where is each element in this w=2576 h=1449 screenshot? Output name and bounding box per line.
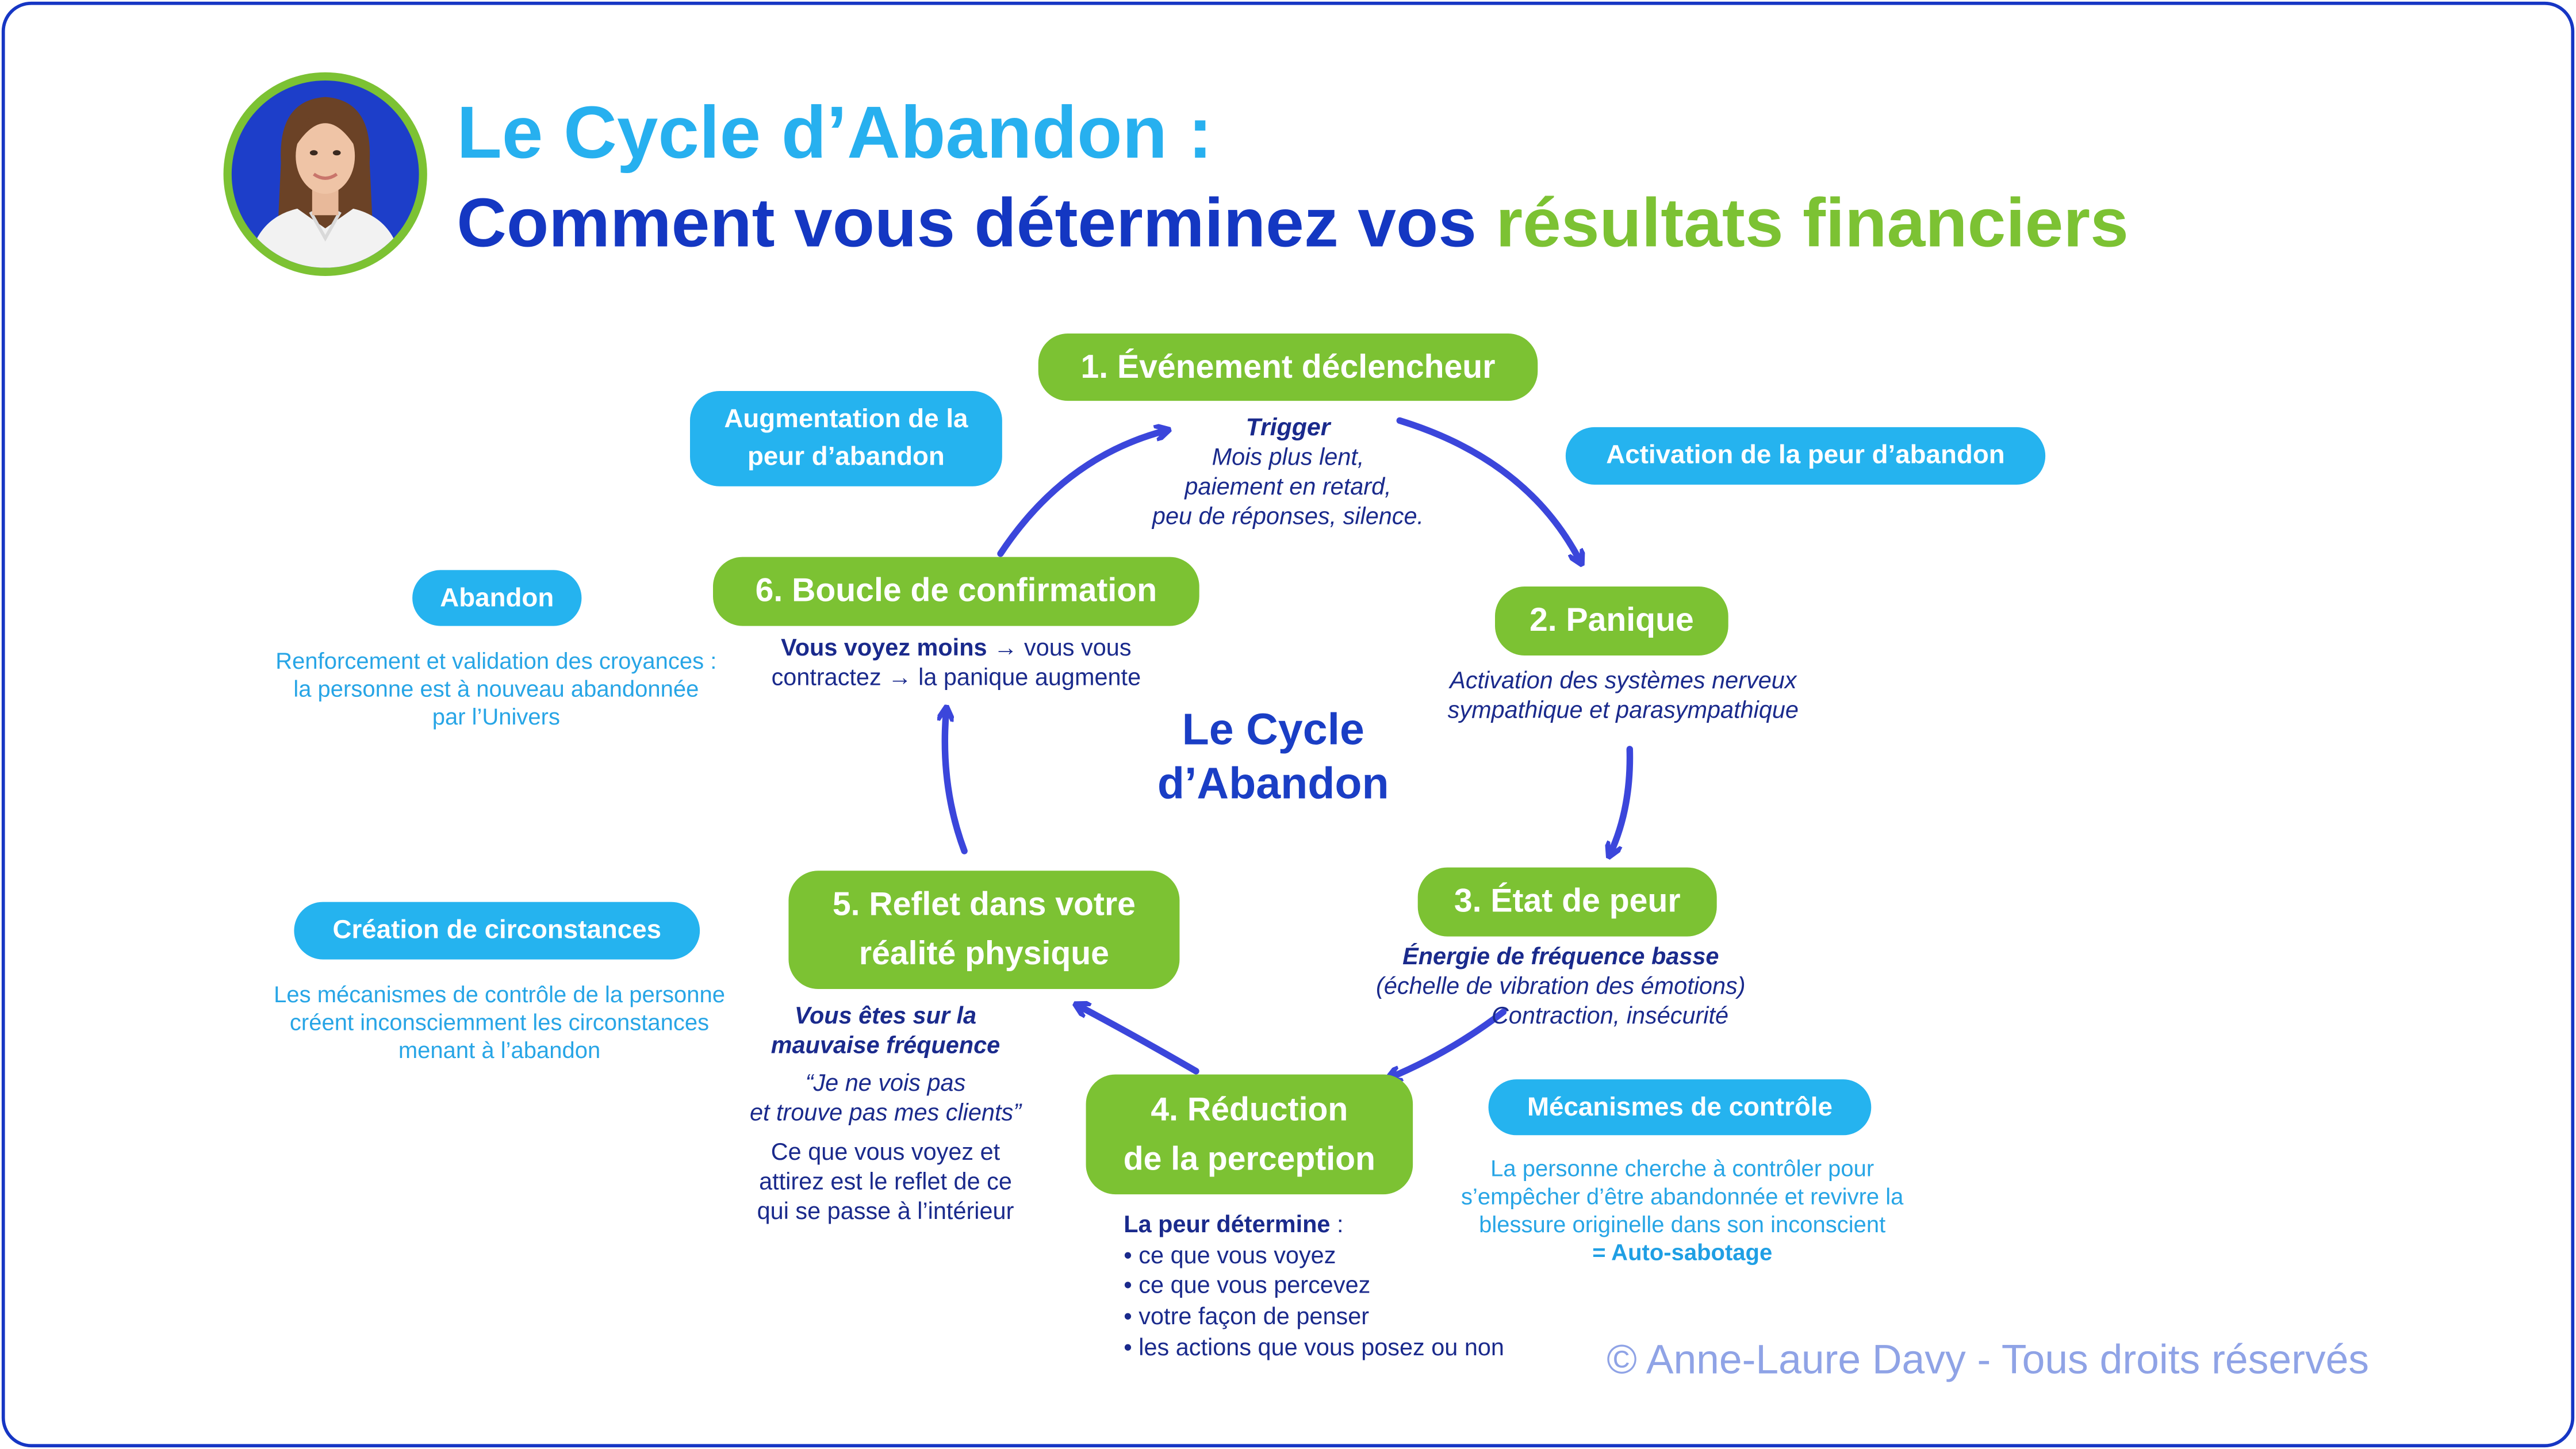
step-5-line-3: qui se passe à l’intérieur [757, 1199, 1014, 1226]
tag-abandon-note-line-3: par l’Univers [432, 703, 561, 730]
step-1-pill: 1. Événement déclencheur [1038, 334, 1538, 401]
step-4-bullet-2: • ce que vous percevez [1124, 1274, 1371, 1301]
tag-abandon-note-line-2: la personne est à nouveau abandonnée [293, 675, 699, 702]
tag-augmentation-line-2: peur d’abandon [747, 443, 945, 471]
step-5-subtitle-line-1: Vous êtes sur la [794, 1003, 977, 1030]
tag-creation-note-line-3: menant à l’abandon [398, 1036, 601, 1063]
step-5-label-line-2: réalité physique [858, 936, 1109, 973]
tag-mecanismes-note-line-2: s’empêcher d’être abandonnée et revivre … [1461, 1183, 1904, 1209]
step-4-pill: 4. Réduction de la perception [1086, 1074, 1413, 1195]
tag-augmentation-line-1: Augmentation de la [724, 405, 968, 434]
step-1-description: Trigger Mois plus lent, paiement en reta… [1091, 412, 1485, 532]
step-4-description: La peur détermine : • ce que vous voyez … [1124, 1211, 1616, 1364]
arrow-4-to-5 [1078, 1006, 1199, 1075]
step-2-description: Activation des systèmes nerveux sympathi… [1409, 667, 1837, 726]
step-3-label: 3. État de peur [1454, 884, 1681, 920]
step-3-pill: 3. État de peur [1417, 867, 1717, 937]
copyright: © Anne-Laure Davy - Tous droits réservés [1607, 1337, 2370, 1383]
tag-mecanismes-note-line-1: La personne cherche à contrôler pour [1490, 1155, 1874, 1182]
title-line-2-highlight: résultats financiers [1496, 184, 2129, 262]
center-title-line-2: d’Abandon [1157, 759, 1389, 808]
tag-abandon-label: Abandon [440, 584, 554, 612]
arrow-1-to-2 [1396, 417, 1580, 562]
tag-mecanismes-result: = Auto-sabotage [1592, 1239, 1773, 1265]
tag-abandon-note-line-1: Renforcement et validation des croyances… [275, 647, 717, 674]
step-4-intro-bold: La peur détermine [1124, 1212, 1331, 1239]
tag-mecanismes: Mécanismes de contrôle [1488, 1079, 1872, 1136]
step-4-bullet-1: • ce que vous voyez [1124, 1243, 1336, 1270]
step-5-subtitle-line-2: mauvaise fréquence [770, 1033, 1000, 1060]
tag-creation-note: Les mécanismes de contrôle de la personn… [240, 981, 759, 1065]
step-2-pill: 2. Panique [1495, 586, 1728, 656]
avatar [223, 72, 427, 276]
arrow-3-to-4 [1390, 1009, 1507, 1078]
step-3-description: Énergie de fréquence basse (échelle de v… [1331, 943, 1791, 1032]
title-line-2-start: Comment vous déterminez vos [457, 184, 1496, 262]
tag-mecanismes-label: Mécanismes de contrôle [1527, 1093, 1833, 1121]
step-6-label: 6. Boucle de confirmation [755, 573, 1157, 610]
arrow-6-to-1 [997, 431, 1167, 557]
step-2-line-1: Activation des systèmes nerveux [1450, 668, 1797, 695]
tag-creation: Création de circonstances [294, 902, 700, 960]
step-5-quote-line-1: “Je ne vois pas [805, 1071, 966, 1098]
step-1-label: 1. Événement déclencheur [1080, 349, 1496, 385]
step-5-line-2: attirez est le reflet de ce [759, 1170, 1012, 1196]
step-2-label: 2. Panique [1529, 603, 1694, 639]
step-1-line-2: paiement en retard, [1184, 474, 1392, 501]
step-1-line-1: Mois plus lent, [1212, 445, 1364, 471]
step-6-line-2: contractez → la panique augmente [771, 665, 1141, 692]
step-1-subtitle: Trigger [1245, 414, 1331, 442]
step-5-line-1: Ce que vous voyez et [770, 1140, 1000, 1167]
step-3-subtitle: Énergie de fréquence basse [1402, 944, 1719, 971]
tag-creation-note-line-2: créent inconsciemment les circonstances [289, 1009, 710, 1035]
step-4-bullet-4: • les actions que vous posez ou non [1124, 1335, 1504, 1362]
tag-creation-label: Création de circonstances [332, 917, 662, 945]
step-2-line-2: sympathique et parasympathique [1447, 698, 1799, 724]
title-line-2: Comment vous déterminez vos résultats fi… [457, 181, 2129, 266]
step-3-line-1: (échelle de vibration des émotions) [1376, 974, 1746, 1000]
tag-activation-label: Activation de la peur d’abandon [1606, 442, 2005, 470]
tag-abandon-note: Renforcement et validation des croyances… [240, 647, 752, 731]
arrow-5-to-6 [945, 710, 968, 854]
step-6-description: Vous voyez moins → vous vous contractez … [733, 634, 1179, 693]
step-4-label-line-2: de la perception [1123, 1141, 1375, 1178]
step-6-line-1-rest: → vous vous [987, 635, 1132, 662]
step-6-pill: 6. Boucle de confirmation [713, 557, 1199, 626]
step-6-line-1-bold: Vous voyez moins [781, 635, 987, 662]
portrait-photo-icon [248, 97, 402, 268]
tag-mecanismes-note: La personne cherche à contrôler pour s’e… [1423, 1155, 1942, 1267]
step-4-intro-rest: : [1330, 1212, 1344, 1239]
center-title: Le Cycle d’Abandon [1130, 703, 1416, 812]
step-1-line-3: peu de réponses, silence. [1152, 504, 1424, 531]
step-4-label-line-1: 4. Réduction [1151, 1091, 1348, 1128]
step-5-pill: 5. Reflet dans votre réalité physique [788, 871, 1180, 989]
arrow-2-to-3 [1610, 746, 1634, 854]
center-title-line-1: Le Cycle [1182, 704, 1364, 754]
step-4-bullet-3: • votre façon de penser [1124, 1304, 1370, 1331]
tag-creation-note-line-1: Les mécanismes de contrôle de la personn… [274, 980, 726, 1007]
step-5-label-line-1: 5. Reflet dans votre [832, 887, 1136, 923]
tag-mecanismes-note-line-3: blessure originelle dans son inconscient [1479, 1210, 1886, 1237]
tag-activation: Activation de la peur d’abandon [1565, 427, 2046, 485]
tag-abandon: Abandon [412, 570, 582, 626]
step-5-quote-line-2: et trouve pas mes clients” [749, 1101, 1022, 1127]
step-3-line-2: Contraction, insécurité [1491, 1003, 1729, 1030]
tag-augmentation: Augmentation de la peur d’abandon [690, 391, 1002, 486]
title-line-1: Le Cycle d’Abandon : [457, 90, 1213, 174]
step-5-description: Vous êtes sur la mauvaise fréquence “Je … [707, 1002, 1065, 1227]
